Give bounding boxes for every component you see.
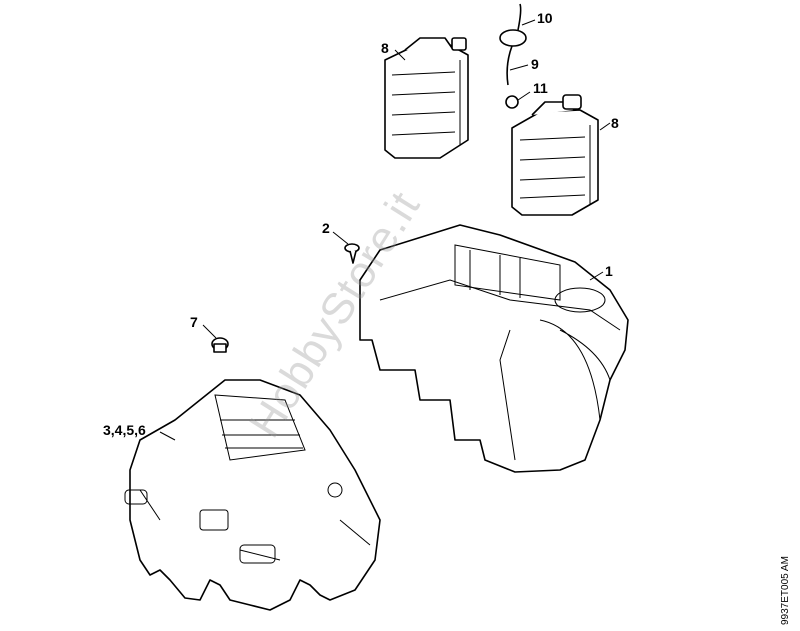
oil-canister-right xyxy=(511,94,599,216)
filler-cap xyxy=(499,29,527,47)
grommet xyxy=(505,95,519,109)
hose-top xyxy=(517,3,522,31)
callout-8: 8 xyxy=(381,40,389,56)
screw xyxy=(344,243,360,264)
callout-11: 11 xyxy=(533,80,548,96)
leader-lines xyxy=(159,19,611,441)
housing xyxy=(359,224,629,473)
callout-10: 10 xyxy=(537,10,553,26)
callout-3-4-5-6: 3,4,5,6 xyxy=(103,422,146,438)
callout-9: 9 xyxy=(531,56,539,72)
cover xyxy=(124,379,381,611)
callout-1: 1 xyxy=(605,263,613,279)
hose xyxy=(506,45,513,86)
diagram-code: 9937ET005 AM xyxy=(780,556,791,625)
callout-2: 2 xyxy=(322,220,330,236)
callout-8-right: 8 xyxy=(611,115,619,131)
callout-7: 7 xyxy=(190,314,198,330)
plug xyxy=(211,337,229,353)
oil-canister-left xyxy=(384,37,469,159)
